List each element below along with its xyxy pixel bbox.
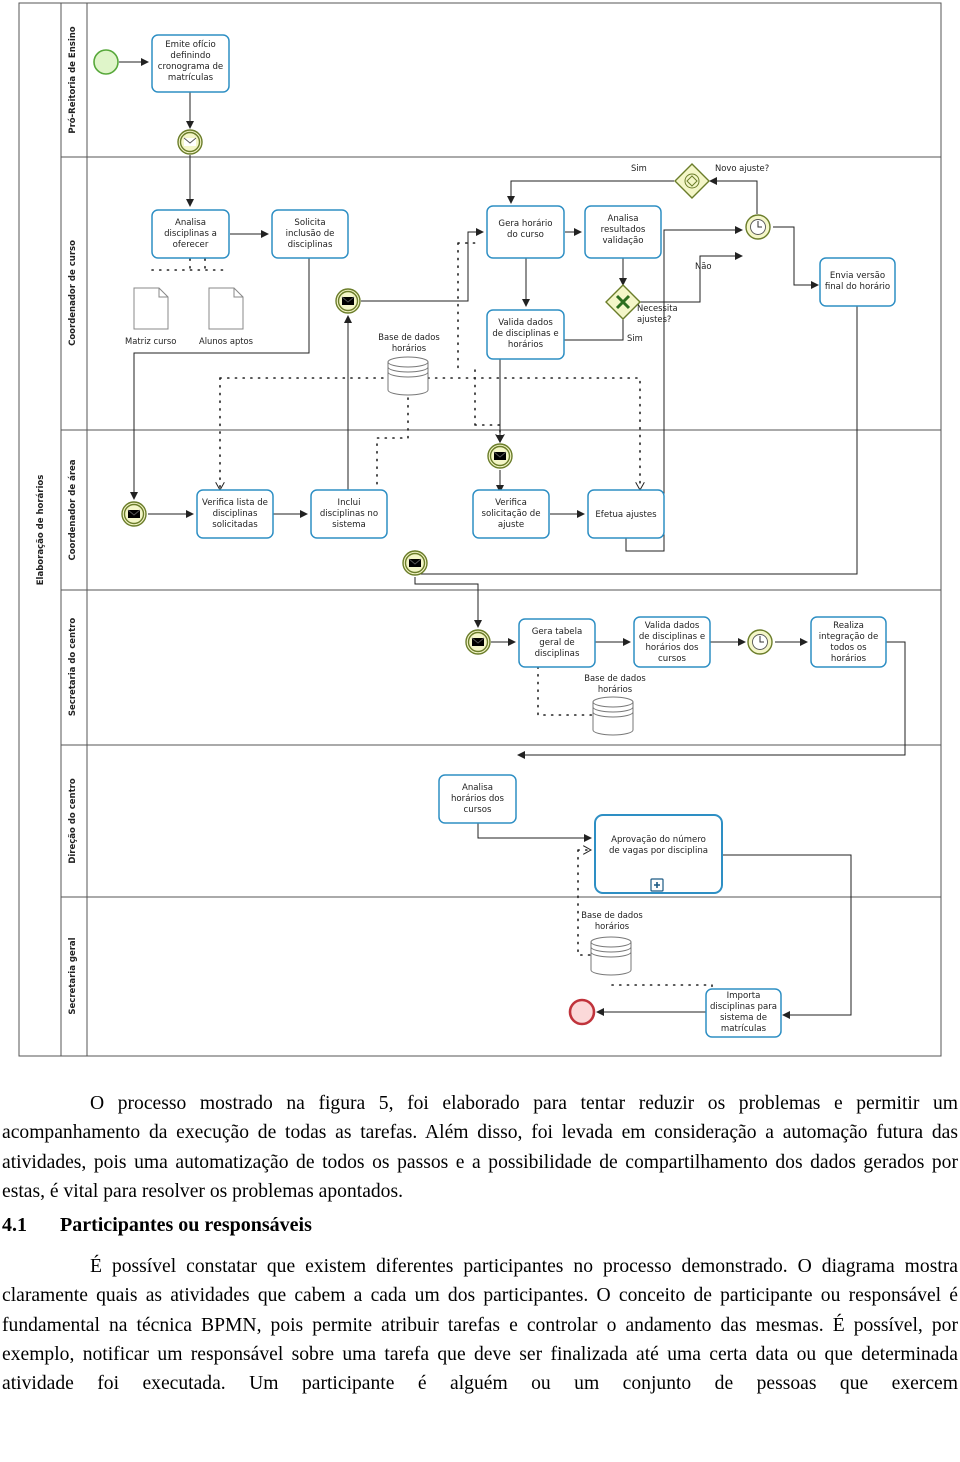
pool-label: Elaboração de horários [36, 475, 46, 586]
label-matriz-curso: Matriz curso [125, 336, 176, 346]
message-event-icon [121, 501, 147, 527]
data-associations [151, 242, 713, 993]
message-event-icon [177, 129, 203, 155]
event-gateway-icon [674, 163, 710, 199]
section-title: Participantes ou responsáveis [60, 1214, 312, 1237]
body-text: O processo mostrado na figura 5, foi ela… [2, 1089, 958, 1399]
pool: Elaboração de horários Pró-Reitoria de E… [18, 2, 942, 1057]
section-number: 4.1 [2, 1214, 27, 1237]
database-icon [387, 356, 429, 396]
label-sim-mid: Sim [627, 333, 643, 343]
lane-label-coordenador-curso: Coordenador de curso [68, 240, 78, 346]
database-icon [592, 696, 634, 736]
message-event-icon [402, 550, 428, 576]
message-event-icon [335, 288, 361, 314]
label-nao: Não [695, 261, 712, 271]
lane-label-pro-reitoria: Pró-Reitoria de Ensino [67, 26, 78, 133]
timer-event-icon [745, 214, 771, 240]
svg-text:Efetua ajustes: Efetua ajustes [595, 510, 657, 520]
label-novo-ajuste: Novo ajuste? [715, 163, 769, 173]
start-event-icon [93, 49, 119, 75]
lane-label-direcao-centro: Direção do centro [68, 778, 78, 863]
exclusive-gateway-icon [605, 284, 641, 320]
task-efetua-ajustes: Efetua ajustes [587, 489, 665, 539]
lane-label-secretaria-centro: Secretaria do centro [68, 618, 78, 716]
label-alunos-aptos: Alunos aptos [199, 336, 253, 346]
paragraph-1: O processo mostrado na figura 5, foi ela… [2, 1093, 958, 1202]
label-sim-top: Sim [631, 163, 647, 173]
lane-label-secretaria-geral: Secretaria geral [68, 937, 78, 1014]
document-icon [133, 287, 169, 330]
paragraph-2: É possível constatar que existem diferen… [2, 1256, 958, 1395]
lane-label-coordenador-area: Coordenador de área [68, 459, 78, 560]
bpmn-process-diagram: Elaboração de horários Pró-Reitoria de E… [18, 2, 942, 1057]
message-event-icon [487, 443, 513, 469]
end-event-icon [568, 998, 596, 1026]
sequence-flows [119, 58, 906, 1019]
database-icon [590, 936, 632, 976]
message-event-icon [465, 629, 491, 655]
section-heading: 4.1 Participantes ou responsáveis [2, 1212, 958, 1239]
document-icon [208, 287, 244, 330]
timer-event-icon [747, 629, 773, 655]
